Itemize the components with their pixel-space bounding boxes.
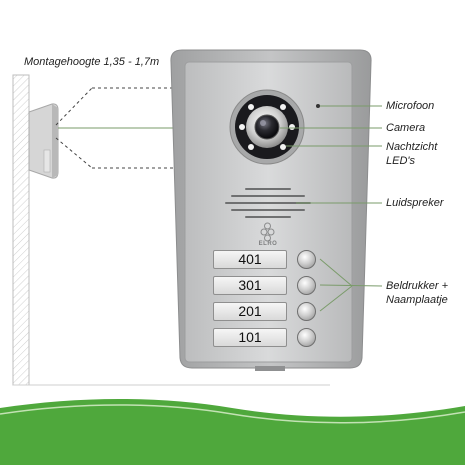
callout-buttons-2: Naamplaatje: [386, 294, 448, 306]
callout-night-vision-1: Nachtzicht: [386, 141, 438, 153]
brand-logo: ELRO: [258, 241, 278, 247]
callout-speaker: Luidspreker: [386, 197, 444, 209]
led-bottom-left: [248, 144, 254, 150]
call-button-101[interactable]: [297, 328, 316, 347]
logo-emblem: [260, 222, 275, 242]
camera-module: [229, 89, 305, 165]
nameplate-101: 101: [213, 328, 287, 347]
led-right: [289, 124, 295, 130]
callout-lines: [280, 105, 383, 312]
callout-microphone: Microfoon: [386, 100, 435, 112]
led-top-right: [280, 104, 286, 110]
green-wave-highlight: [0, 404, 465, 424]
housing-foot: [255, 366, 285, 371]
nameplate-201: 201: [213, 302, 287, 321]
call-button-201[interactable]: [297, 302, 316, 321]
camera-view-lines: [55, 87, 240, 169]
nameplate-401: 401: [213, 250, 287, 269]
callout-buttons-1: Beldrukker +: [386, 280, 449, 292]
led-left: [239, 124, 245, 130]
side-view-unit: [28, 103, 59, 179]
wall: [12, 74, 30, 386]
mounting-height-label: Montagehoogte 1,35 - 1,7m: [24, 56, 160, 68]
green-wave: [0, 399, 465, 465]
nameplate-301: 301: [213, 276, 287, 295]
call-button-401[interactable]: [297, 250, 316, 269]
callout-camera: Camera: [386, 122, 426, 134]
led-bottom-right: [280, 144, 286, 150]
call-button-301[interactable]: [297, 276, 316, 295]
microphone-hole: [316, 104, 320, 108]
led-top-left: [248, 104, 254, 110]
camera-lens: [254, 114, 280, 140]
callout-night-vision-2: LED's: [386, 155, 415, 167]
